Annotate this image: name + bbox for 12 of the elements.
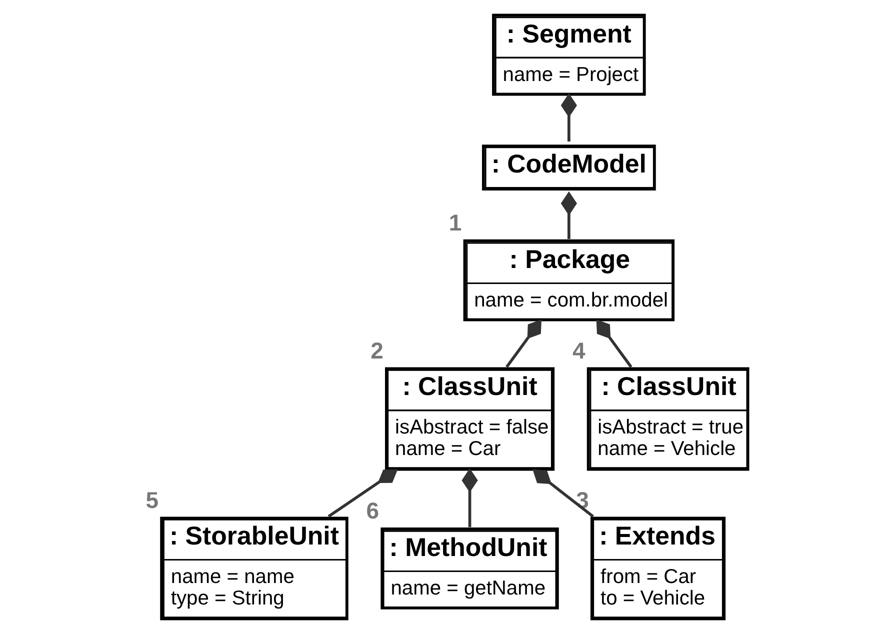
node-label: 4 bbox=[572, 337, 586, 364]
connector bbox=[560, 191, 577, 239]
connector bbox=[532, 469, 594, 518]
connector bbox=[560, 93, 577, 142]
node-label: 6 bbox=[366, 498, 380, 524]
node-label: 1 bbox=[448, 210, 462, 236]
connector bbox=[462, 468, 478, 528]
connector bbox=[596, 319, 632, 368]
connector bbox=[506, 319, 542, 368]
node-label: 2 bbox=[370, 337, 384, 364]
node-label: 5 bbox=[146, 486, 159, 513]
connector bbox=[328, 469, 398, 518]
